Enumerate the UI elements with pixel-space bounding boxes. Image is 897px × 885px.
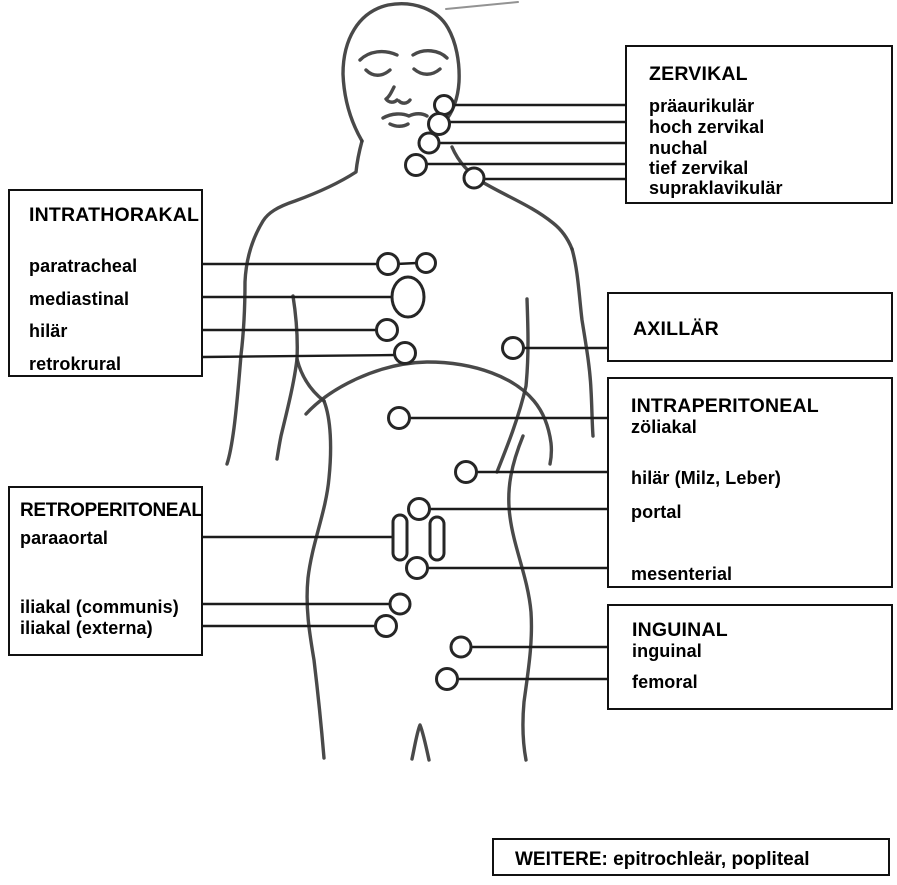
region-item: iliakal (externa) bbox=[20, 618, 153, 638]
region-item: mesenterial bbox=[631, 564, 733, 584]
stray-mark bbox=[445, 1, 519, 10]
region-box-inguinal: INGUINAL inguinal femoral bbox=[607, 604, 893, 710]
region-item: zöliakal bbox=[631, 417, 697, 437]
weitere-label: WEITERE: bbox=[515, 849, 608, 870]
eye-right bbox=[412, 67, 442, 76]
region-title: AXILLÄR bbox=[633, 318, 719, 340]
mouth bbox=[381, 112, 429, 128]
region-box-axillaer: AXILLÄR bbox=[607, 292, 893, 362]
connector-lines bbox=[202, 103, 627, 681]
waist-left bbox=[295, 357, 326, 403]
arm-left-inner bbox=[275, 294, 299, 461]
region-box-zervikal: ZERVIKAL präaurikulär hoch zervikal nuch… bbox=[625, 45, 893, 204]
nose bbox=[384, 85, 412, 105]
node-tief-zervikal bbox=[404, 153, 428, 177]
region-item: retrokrural bbox=[29, 354, 122, 374]
eyebrow-left bbox=[358, 49, 399, 62]
region-item: supraklavikulär bbox=[649, 178, 783, 198]
region-box-weitere: WEITERE: epitrochleär, popliteal bbox=[492, 838, 890, 876]
weitere-value: epitrochleär, popliteal bbox=[613, 849, 810, 870]
node-paratracheal-b bbox=[415, 252, 437, 274]
region-item: nuchal bbox=[649, 138, 708, 158]
node-axillaer bbox=[501, 336, 525, 360]
node-mediastinal bbox=[390, 275, 426, 319]
body-outline bbox=[225, 1, 595, 762]
neck-shoulder-arm-left bbox=[225, 139, 364, 466]
region-title: ZERVIKAL bbox=[649, 63, 748, 85]
flank-leg-left bbox=[305, 399, 333, 760]
node-hilaer-milz-leber bbox=[454, 460, 478, 484]
flank-leg-right bbox=[507, 434, 534, 762]
node-iliakal-communis bbox=[388, 592, 412, 616]
node-mesenterial bbox=[405, 556, 429, 580]
node-supraklavikulaer bbox=[462, 166, 486, 190]
node-markers bbox=[374, 94, 525, 691]
node-paraaortal-b bbox=[428, 515, 446, 562]
node-praeaurikulaer bbox=[433, 94, 455, 116]
node-iliakal-externa bbox=[374, 614, 398, 638]
node-femoral bbox=[435, 667, 459, 691]
region-title: INGUINAL bbox=[632, 619, 728, 641]
region-title: INTRATHORAKAL bbox=[29, 204, 200, 226]
diaphragm-arch bbox=[304, 360, 554, 466]
eyebrow-right bbox=[411, 49, 449, 60]
node-inguinal bbox=[449, 635, 473, 659]
region-item: iliakal (communis) bbox=[20, 597, 179, 617]
region-title: INTRAPERITONEAL bbox=[631, 395, 819, 417]
region-item: inguinal bbox=[632, 641, 702, 661]
region-item: paratracheal bbox=[29, 256, 138, 276]
region-box-intraperitoneal: INTRAPERITONEAL zöliakal hilär (Milz, Le… bbox=[607, 377, 893, 588]
node-hilaer bbox=[375, 318, 399, 342]
arm-right-outer bbox=[570, 247, 595, 438]
region-title: RETROPERITONEAL bbox=[20, 500, 203, 521]
neck-shoulder-right bbox=[450, 145, 574, 251]
node-portal bbox=[407, 497, 431, 521]
region-item: portal bbox=[631, 502, 682, 522]
node-retrokrural bbox=[393, 341, 417, 365]
region-item: paraaortal bbox=[20, 528, 109, 548]
region-item: mediastinal bbox=[29, 289, 130, 309]
node-zoeliakal bbox=[387, 406, 411, 430]
region-item: hilär (Milz, Leber) bbox=[631, 468, 781, 488]
region-item: hoch zervikal bbox=[649, 117, 765, 137]
crotch-line bbox=[410, 723, 431, 762]
eye-left bbox=[364, 68, 392, 77]
region-item: präaurikulär bbox=[649, 96, 755, 116]
region-box-intrathorakal: INTRATHORAKAL paratracheal mediastinal h… bbox=[8, 189, 203, 377]
region-box-retroperitoneal: RETROPERITONEAL paraaortal iliakal (comm… bbox=[8, 486, 203, 656]
region-item: hilär bbox=[29, 321, 68, 341]
node-paratracheal-a bbox=[376, 252, 400, 276]
region-item: femoral bbox=[632, 672, 698, 692]
node-hoch-zervikal bbox=[427, 112, 451, 136]
connector-retrokrural bbox=[202, 353, 397, 359]
node-nuchal bbox=[417, 131, 441, 155]
arm-right-inner bbox=[495, 297, 530, 474]
region-item: tief zervikal bbox=[649, 158, 749, 178]
node-paraaortal-a bbox=[391, 513, 409, 562]
